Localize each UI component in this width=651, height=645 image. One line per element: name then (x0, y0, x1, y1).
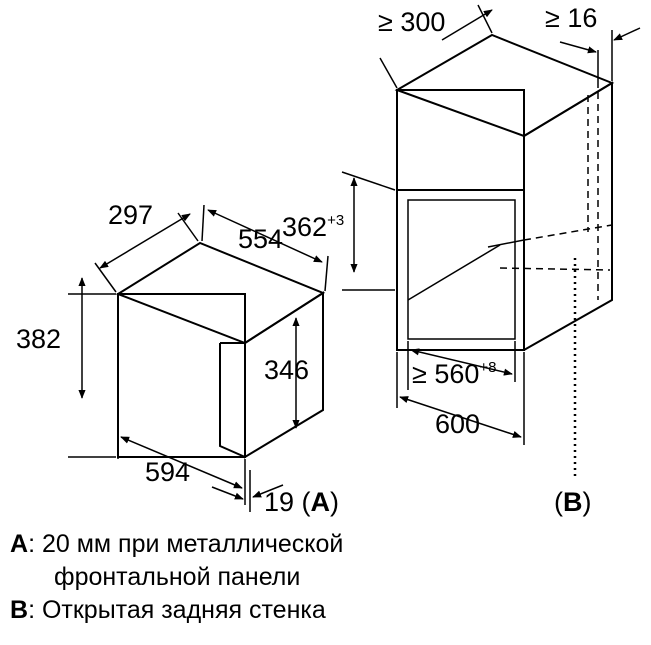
niche-depth-ext-2 (477, 4, 493, 34)
niche-width-label: 600 (435, 409, 480, 439)
niche-drawing (394, 33, 615, 351)
panel-offset-label: 19 (A) (264, 487, 339, 517)
oven-dimensions (68, 204, 329, 512)
upper-cabinet-top (394, 33, 615, 138)
oven-depth-ext-1 (94, 262, 117, 293)
oven-width-top-ext-1 (201, 204, 205, 242)
legend-text-b: : Открытая задняя стенка (28, 596, 326, 624)
legend-text-a-1: : 20 мм при металлической (28, 530, 344, 558)
niche-rear-gap-label: ≥ 16 (545, 3, 597, 33)
oven-depth-ext-2 (177, 212, 199, 242)
niche-width-min-dim-line (410, 348, 513, 376)
niche-depth-ext-1 (379, 57, 398, 89)
niche-height-ext-1 (341, 171, 396, 191)
niche-dimensions (341, 4, 641, 445)
panel-offset-value: 19 (264, 487, 294, 517)
niche-width-min-label: ≥ 560+8 (412, 359, 496, 389)
niche-depth-label: ≥ 300 (378, 7, 445, 37)
oven-door-edge (219, 343, 246, 458)
panel-offset-key: A (311, 487, 331, 517)
oven-inner-height-label: 346 (264, 355, 309, 385)
niche-inner-bottom (407, 244, 501, 301)
hidden-floor-line (499, 267, 611, 271)
legend-row-b: B: Открытая задняя стенка (10, 594, 343, 627)
oven-width-front-dim-line (120, 436, 243, 489)
oven-depth-label: 297 (108, 200, 153, 230)
oven-width-top-ext-2 (324, 255, 329, 292)
legend-key-b: B (10, 596, 29, 624)
rear-wall-key: B (563, 487, 583, 517)
legend: A: 20 мм при металлической фронтальной п… (10, 528, 343, 627)
rear-wall-label: (B) (554, 487, 592, 517)
legend-text-a-2: фронтальной панели (54, 563, 301, 591)
niche-width-dim-line (399, 396, 522, 438)
niche-hidden-lines (499, 92, 613, 300)
legend-row-a-cont: фронтальной панели (10, 561, 343, 594)
oven-drawing (115, 241, 326, 459)
oven-width-top-label: 554 (238, 224, 283, 254)
niche-height-label: 362+3 (282, 212, 344, 242)
niche-height-value: 362 (282, 212, 327, 242)
rear-gap-arrow-left (559, 41, 597, 54)
legend-row-a: A: 20 мм при металлической (10, 528, 343, 561)
oven-depth-dim-line (99, 213, 191, 269)
upper-cabinet-front (396, 89, 525, 191)
niche-height-tolerance: +3 (327, 212, 344, 229)
panel-offset-arrow-left (211, 486, 244, 500)
oven-width-front-label: 594 (145, 457, 190, 487)
niche-inner-top-back (487, 239, 525, 248)
niche-width-min-value: ≥ 560 (412, 359, 479, 389)
niche-width-min-tolerance: +8 (479, 359, 496, 376)
legend-key-a: A (10, 530, 29, 558)
niche-depth-dim-line (441, 9, 493, 41)
hidden-shelf-line (523, 224, 613, 241)
rear-gap-arrow-right (613, 27, 641, 41)
oven-height-label: 382 (16, 324, 61, 354)
oven-side-face (244, 291, 324, 459)
oven-width-top-dim-line (207, 209, 323, 263)
panel-offset-arrow-right (252, 484, 284, 498)
niche-inner-opening (407, 199, 516, 340)
niche-side-outline (523, 81, 613, 351)
niche-front-frame (396, 189, 525, 351)
